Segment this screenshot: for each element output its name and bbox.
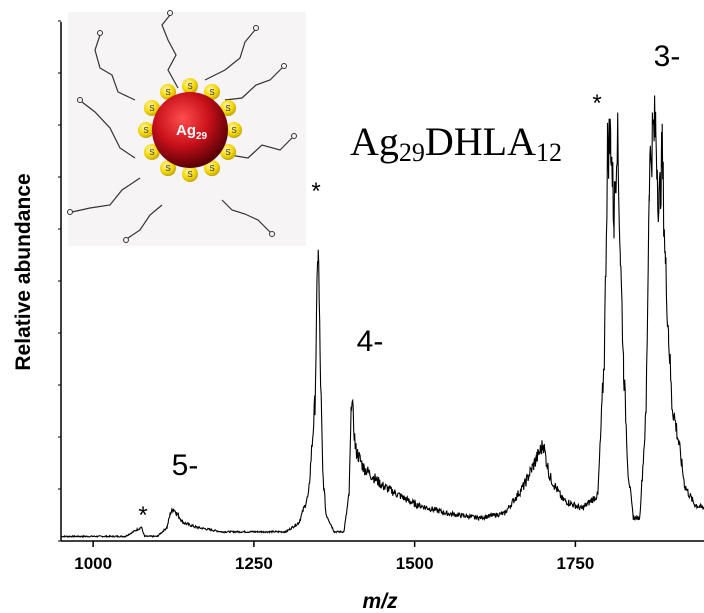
- thiol-label: S: [187, 82, 192, 91]
- thiol-label: S: [225, 148, 230, 157]
- thiol-label: S: [231, 126, 236, 135]
- silver-core-label: Ag29: [176, 122, 208, 142]
- silver-core-sphere: [152, 92, 228, 168]
- x-tick-label-1000: 1000: [74, 554, 112, 573]
- thiol-label: S: [149, 148, 154, 157]
- y-axis-title: Relative abundance: [12, 173, 35, 370]
- thiol-spheres: S S S S S S S S S S S S: [138, 78, 242, 182]
- thiol-sphere: [160, 83, 176, 100]
- thiol-sphere: [220, 100, 237, 116]
- thiol-label: S: [143, 126, 148, 135]
- y-axis-ticks: [58, 20, 61, 542]
- formula-dhla: DHLA: [425, 119, 536, 164]
- x-tick-label-1750: 1750: [556, 554, 594, 573]
- thiol-sphere: [182, 166, 198, 182]
- x-axis-title: m/z: [362, 590, 398, 613]
- ligand-chains: [71, 14, 293, 239]
- x-tick-label-1250: 1250: [235, 554, 273, 573]
- thiol-label: S: [165, 88, 170, 97]
- thiol-label: S: [187, 170, 192, 179]
- thiol-sphere: [226, 122, 242, 138]
- x-tick-labels: 1000 1250 1500 1750: [74, 554, 594, 573]
- thiol-label: S: [209, 88, 214, 97]
- molecule-inset: S S S S S S S S S S S S Ag29: [67, 10, 306, 246]
- charge-label-4: 4-: [357, 325, 384, 358]
- star-annotation-1790: *: [592, 90, 601, 117]
- thiol-sphere: [204, 160, 220, 177]
- thiol-label: S: [209, 164, 214, 173]
- formula-ag: Ag: [350, 119, 399, 164]
- x-axis-ticks: [92, 541, 577, 547]
- carboxylate-marks: [67, 10, 297, 243]
- thiol-sphere: [220, 144, 237, 160]
- thiol-sphere: [138, 122, 154, 138]
- charge-label-3: 3-: [654, 40, 681, 73]
- thiol-sphere: [143, 144, 160, 160]
- x-tick-label-1500: 1500: [396, 554, 434, 573]
- thiol-label: S: [225, 104, 230, 113]
- formula-label: Ag29DHLA12: [350, 119, 562, 167]
- spectrum-trace: [60, 95, 704, 539]
- formula-ag-sub: 29: [399, 138, 425, 167]
- star-annotation-1350: *: [311, 178, 320, 205]
- thiol-sphere: [160, 160, 176, 177]
- charge-label-5: 5-: [172, 449, 199, 482]
- thiol-sphere: [182, 78, 198, 94]
- thiol-label: S: [149, 104, 154, 113]
- star-annotation-1075: *: [138, 502, 147, 529]
- formula-dhla-sub: 12: [536, 138, 562, 167]
- thiol-sphere: [143, 100, 160, 116]
- thiol-label: S: [165, 164, 170, 173]
- thiol-sphere: [204, 83, 220, 100]
